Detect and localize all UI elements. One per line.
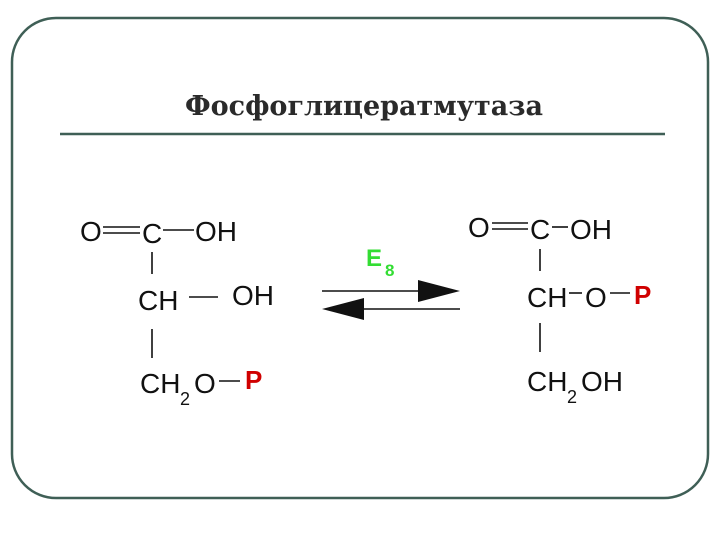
- reverse-arrow-head: [322, 298, 364, 320]
- product-phosphate: P: [634, 280, 651, 310]
- product-ch2-group: CH: [527, 366, 567, 397]
- product-carboxyl-carbon: C: [530, 214, 550, 245]
- product-ch-group: CH: [527, 282, 567, 313]
- reactant-carbonyl-oxygen: O: [80, 216, 102, 247]
- reactant-carboxyl-oh: OH: [195, 216, 237, 247]
- reactant-ester-oxygen: O: [194, 368, 216, 399]
- reaction-arrows: E 8: [322, 245, 460, 320]
- product-carboxyl-oh: OH: [570, 214, 612, 245]
- reactant-ch-group: CH: [138, 285, 178, 316]
- enzyme-subscript: 8: [385, 261, 394, 280]
- product-ch2-subscript: 2: [567, 387, 577, 407]
- reactant-carboxyl-carbon: C: [142, 218, 162, 249]
- product-ester-oxygen: O: [585, 282, 607, 313]
- enzyme-label: E: [366, 245, 382, 272]
- slide-frame: [10, 16, 710, 500]
- product-carbonyl-oxygen: O: [468, 212, 490, 243]
- product-hydroxyl: OH: [581, 366, 623, 397]
- reactant-ch2-group: CH: [140, 368, 180, 399]
- reactant-structure: O C OH CH OH CH 2 O P: [80, 216, 274, 409]
- reactant-ch2-subscript: 2: [180, 389, 190, 409]
- forward-arrow-head: [418, 280, 460, 302]
- reactant-phosphate: P: [245, 365, 262, 395]
- reactant-hydroxyl: OH: [232, 280, 274, 311]
- slide-title: Фосфоглицератмутаза: [185, 91, 543, 122]
- product-structure: O C OH CH O P CH 2 OH: [468, 212, 651, 407]
